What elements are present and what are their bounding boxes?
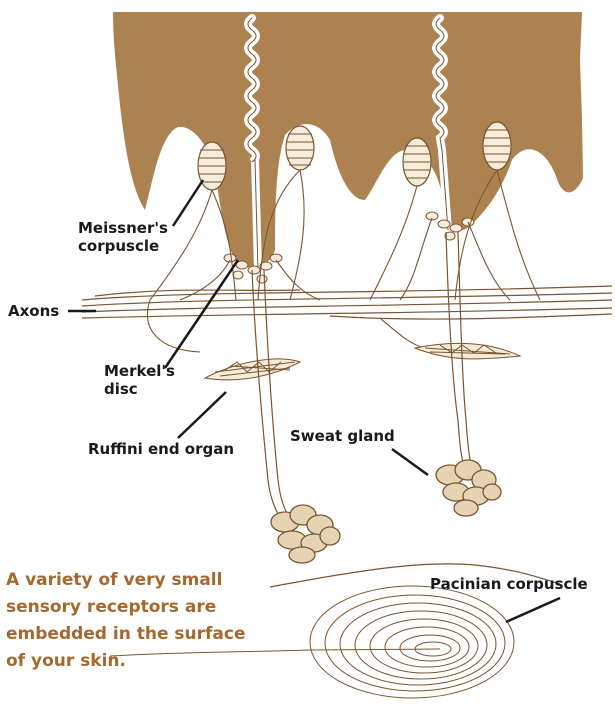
caption-line-2: sensory receptors are — [6, 594, 276, 621]
axons-label: Axons — [8, 302, 59, 320]
caption-line-3: embedded in the surface — [6, 621, 276, 648]
meissner-leader — [173, 180, 203, 226]
caption: A variety of very small sensory receptor… — [6, 567, 276, 675]
sweat-gland-label: Sweat gland — [290, 427, 395, 445]
meissner-corpuscle-2 — [286, 126, 314, 170]
caption-line-1: A variety of very small — [6, 567, 276, 594]
merkel-label-line2: disc — [104, 380, 175, 398]
pacinian-label: Pacinian corpuscle — [430, 575, 588, 593]
ruffini-leader — [178, 392, 226, 438]
merkel-leader — [165, 260, 238, 368]
meissner-label-line2: corpuscle — [78, 237, 168, 255]
axon-bundle — [82, 286, 612, 319]
caption-line-4: of your skin. — [6, 648, 276, 675]
nerve-fibres — [147, 170, 540, 352]
ruffini-end-organs — [205, 343, 520, 380]
sweat-gland-coils — [271, 460, 501, 563]
meissner-label: Meissner's corpuscle — [78, 219, 168, 255]
ruffini-label: Ruffini end organ — [88, 440, 234, 458]
meissner-label-line1: Meissner's — [78, 219, 168, 237]
sweat-gland-leader — [392, 449, 428, 475]
merkel-label: Merkel's disc — [104, 362, 175, 398]
pacinian-leader — [506, 598, 560, 622]
merkel-label-line1: Merkel's — [104, 362, 175, 380]
